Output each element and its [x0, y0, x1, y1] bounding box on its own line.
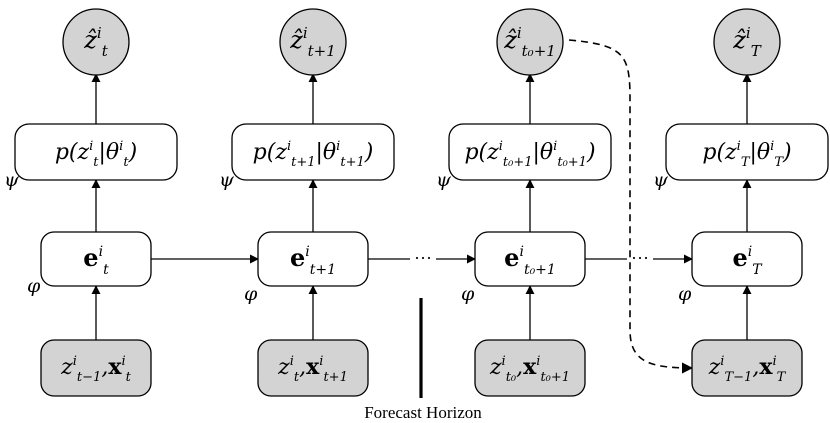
phi-label-col2: φ: [244, 283, 258, 305]
output-label-col4: ẑiT: [732, 24, 761, 60]
output-label-col2: ẑit+1: [289, 24, 336, 60]
input-nodes: [40, 339, 803, 397]
embedding-label-col2: eit+1: [290, 243, 336, 278]
psi-label-col3: ψ: [436, 169, 452, 191]
input-label-col4: ziT−1,xiT: [708, 354, 787, 385]
output-node-col1: [62, 8, 130, 76]
dashed-feedback-arrow: [568, 39, 694, 374]
phi-label-col3: φ: [461, 283, 475, 305]
distribution-nodes: [14, 123, 829, 181]
embedding-nodes: [40, 231, 803, 287]
ellipsis-between-col3-col4: ···: [631, 248, 649, 268]
output-node-col3: [496, 8, 564, 76]
output-node-col2: [279, 8, 347, 76]
input-box-col3: [474, 339, 586, 397]
psi-label-col1: ψ: [4, 169, 20, 191]
embedding-label-col1: eit: [83, 243, 109, 278]
distribution-label-col1: p(zit|θit): [55, 139, 137, 170]
connectors: [91, 39, 752, 398]
input-label-col3: zit₀,xit₀+1: [489, 354, 570, 385]
input-label-col1: zit−1,xit: [60, 354, 131, 385]
forecast-horizon-label: Forecast Horizon: [364, 403, 482, 422]
input-box-col2: [257, 339, 369, 397]
embedding-box-col2: [257, 231, 369, 287]
embedding-label-col3: eit₀+1: [504, 243, 556, 278]
distribution-box-col2: [231, 123, 395, 181]
embedding-box-col3: [474, 231, 586, 287]
input-box-col4: [691, 339, 803, 397]
psi-label-col4: ψ: [653, 169, 669, 191]
phi-label-col1: φ: [27, 275, 41, 297]
output-label-col3: ẑit₀+1: [503, 24, 556, 60]
embedding-label-col4: eiT: [732, 243, 763, 278]
input-box-col1: [40, 339, 152, 397]
output-nodes: [62, 8, 781, 76]
psi-label-col2: ψ: [219, 169, 235, 191]
distribution-label-col4: p(ziT|θiT): [702, 139, 791, 170]
ellipsis-between-col2-col3: ···: [414, 248, 432, 268]
node-texts: ẑit p(zit|θit) eit zit−1,xit ẑit+1 p(zit+1|θi…: [55, 24, 792, 385]
input-label-col2: zit,xit+1: [277, 354, 348, 385]
embedding-box-col4: [691, 231, 803, 287]
distribution-label-col2: p(zit+1|θit+1): [253, 139, 374, 170]
output-node-col4: [713, 8, 781, 76]
embedding-box-col1: [40, 231, 152, 287]
distribution-box-col1: [14, 123, 178, 181]
phi-label-col4: φ: [678, 283, 692, 305]
output-label-col1: ẑit: [83, 24, 108, 60]
distribution-label-col3: p(zit₀+1|θit₀+1): [464, 139, 595, 170]
distribution-box-col4: [665, 123, 829, 181]
distribution-box-col3: [448, 123, 612, 181]
